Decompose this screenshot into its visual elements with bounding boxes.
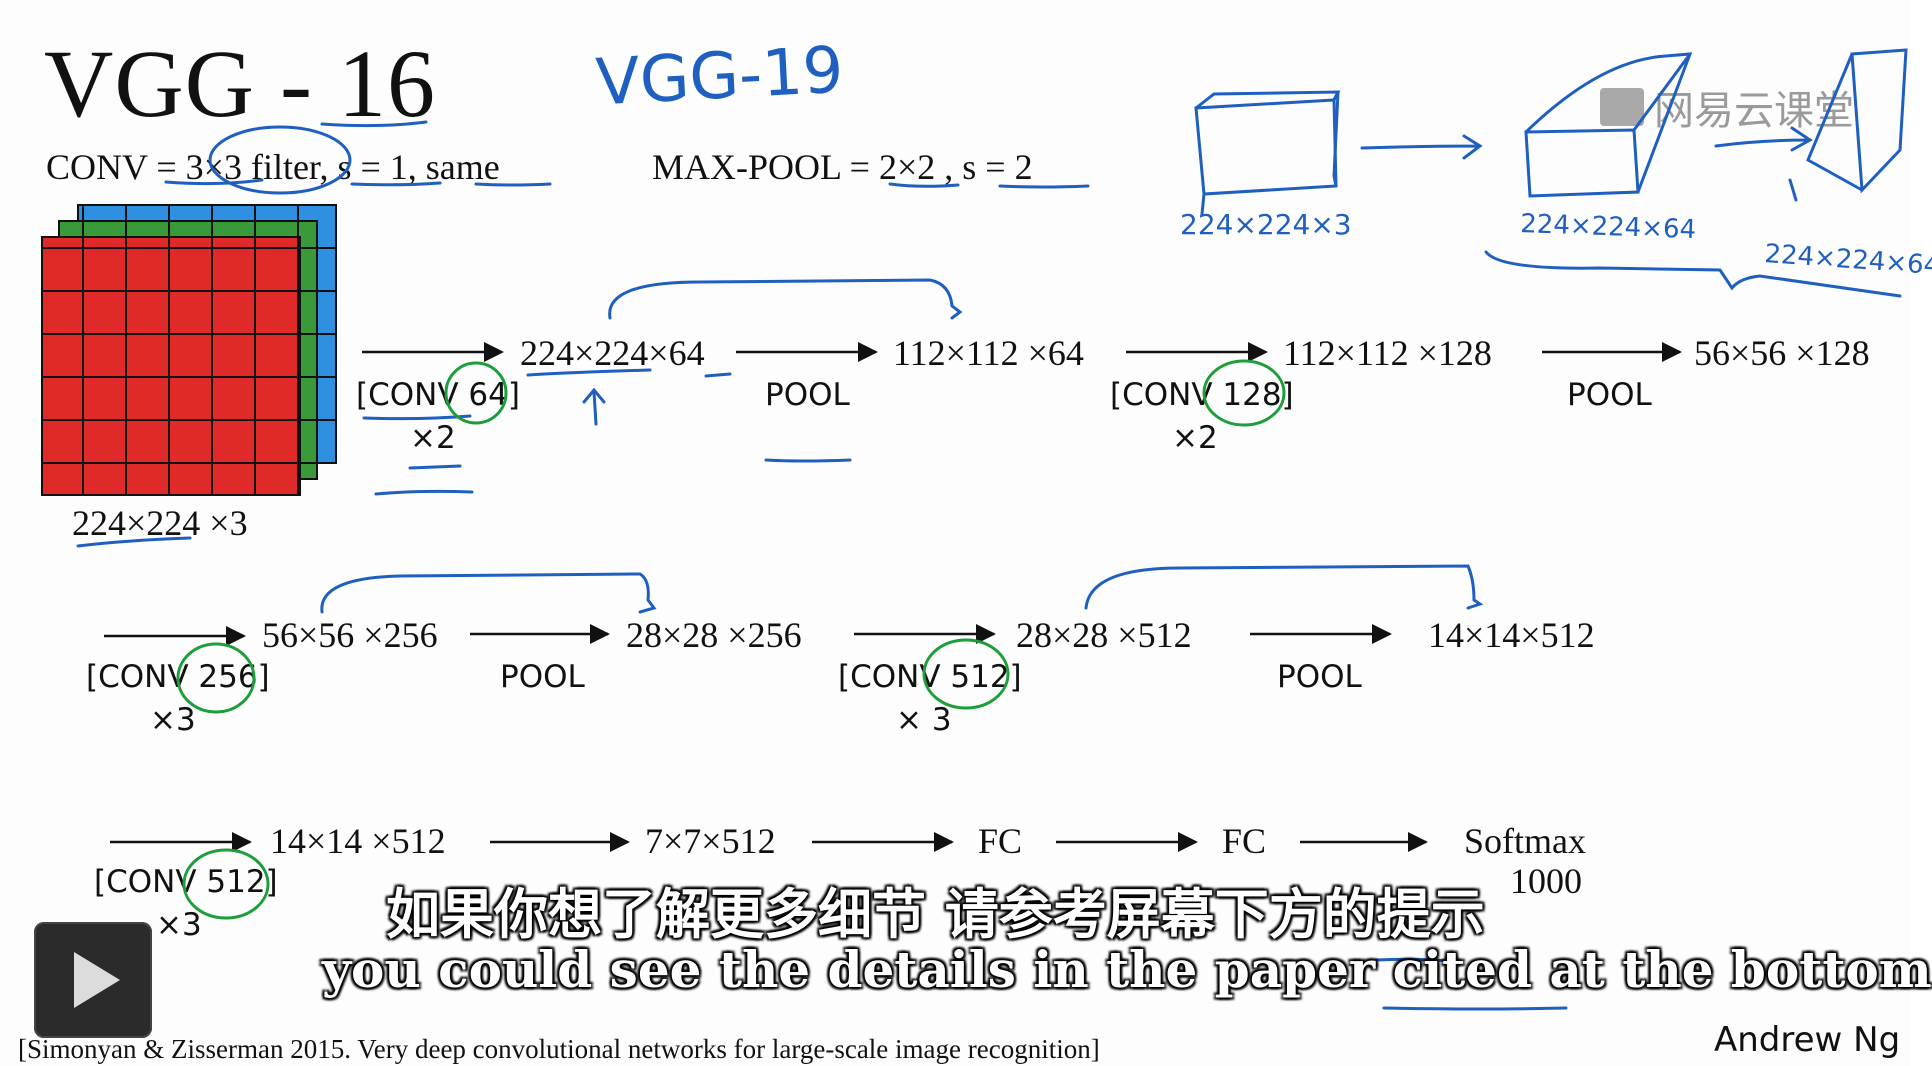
softmax-units: 1000 [1510, 861, 1582, 901]
watermark-logo-icon [1600, 88, 1644, 126]
conv512-multiplier: × 3 [896, 702, 952, 738]
paper-citation: [Simonyan & Zisserman 2015. Very deep co… [18, 1034, 1100, 1064]
output-28x28x256: 28×28 ×256 [626, 615, 802, 655]
input-dimension: 224×224 ×3 [72, 503, 248, 543]
subtitle-english: you could see the details in the paper c… [322, 940, 1932, 999]
author-credit: Andrew Ng [1714, 1020, 1901, 1060]
output-14x14x512-b: 14×14 ×512 [270, 821, 446, 861]
softmax-label: Softmax [1464, 821, 1586, 861]
fc1-label: FC [978, 821, 1023, 861]
conv64-multiplier: ×2 [410, 420, 456, 456]
flow-arrows-row2 [104, 624, 1392, 646]
output-224x224x64: 224×224×64 [520, 333, 705, 373]
tensor-red-channel [41, 236, 301, 496]
output-56x56x128: 56×56 ×128 [1694, 333, 1870, 373]
play-button[interactable] [34, 922, 152, 1038]
play-icon [74, 952, 120, 1008]
output-112x112x64: 112×112 ×64 [893, 333, 1084, 373]
pool3-label: POOL [500, 659, 585, 695]
conv256-multiplier: ×3 [150, 702, 196, 738]
pool2-label: POOL [1567, 377, 1652, 413]
input-tensor-graphic [40, 204, 340, 505]
conv64-label: [CONV 64] [356, 377, 520, 413]
maxpool-definition: MAX-POOL = 2×2 , s = 2 [652, 147, 1033, 187]
subtitle-chinese: 如果你想了解更多细节 请参考屏幕下方的提示 [386, 882, 1485, 946]
fc2-label: FC [1222, 821, 1267, 861]
green-highlight-circles [176, 359, 1286, 920]
conv512-b-multiplier: ×3 [156, 907, 202, 943]
output-7x7x512: 7×7×512 [645, 821, 776, 861]
output-112x112x128: 112×112 ×128 [1283, 333, 1492, 373]
handwritten-box1-dim: 224×224×3 [1180, 208, 1352, 241]
conv128-label: [CONV 128] [1110, 377, 1294, 413]
slide-title: VGG - 16 [44, 30, 436, 137]
pool4-label: POOL [1277, 659, 1362, 695]
output-56x56x256: 56×56 ×256 [262, 615, 438, 655]
blue-handwriting [76, 48, 1908, 1011]
output-28x28x512: 28×28 ×512 [1016, 615, 1192, 655]
handwritten-box2-dim: 224×224×64 [1520, 209, 1697, 245]
conv128-multiplier: ×2 [1172, 420, 1218, 456]
conv-definition: CONV = 3×3 filter, s = 1, same [46, 147, 500, 187]
handwritten-box3-dim: 224×224×64 [1764, 239, 1932, 281]
output-14x14x512: 14×14×512 [1428, 615, 1595, 655]
pool1-label: POOL [765, 377, 850, 413]
